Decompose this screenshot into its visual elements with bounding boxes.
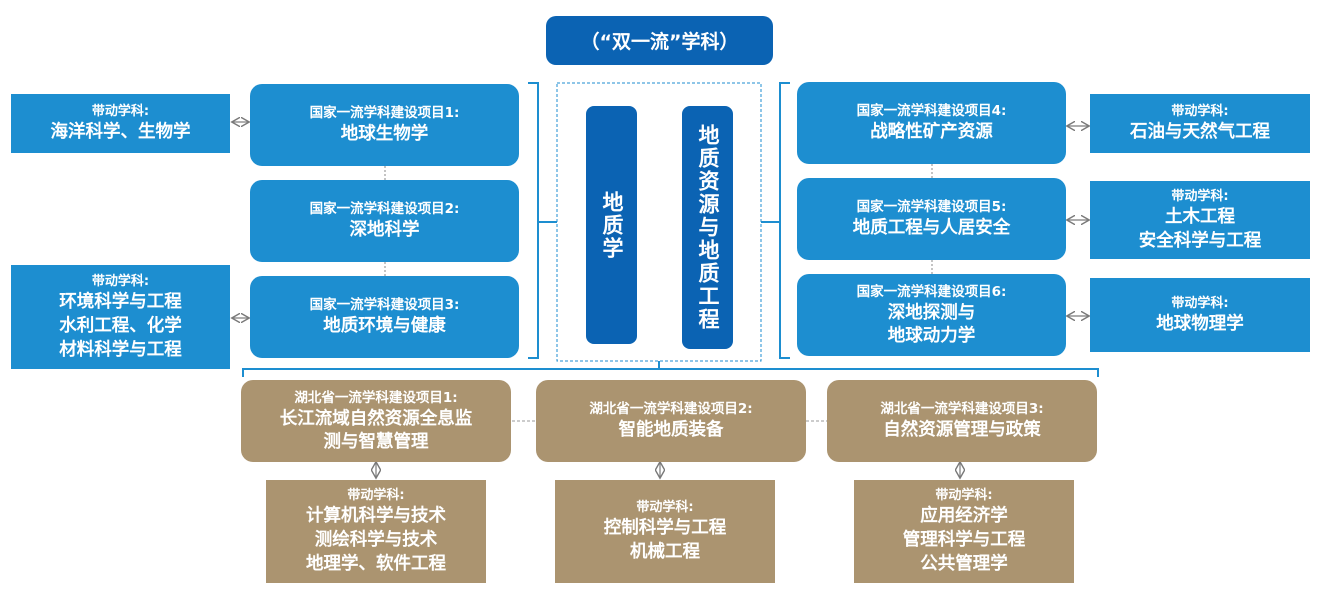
provincial-project-2: 湖北省一流学科建设项目2: 智能地质装备 <box>536 380 806 462</box>
provincial-driven-box-3: 带动学科: 应用经济学 管理科学与工程 公共管理学 <box>854 480 1074 583</box>
provincial-driven-box-2: 带动学科: 控制科学与工程 机械工程 <box>555 480 775 583</box>
provincial-project-3: 湖北省一流学科建设项目3: 自然资源管理与政策 <box>827 380 1097 462</box>
driven-item: 土木工程 <box>1165 206 1235 227</box>
project-name: 地质环境与健康 <box>323 316 446 336</box>
driven-item: 海洋科学、生物学 <box>50 122 191 142</box>
driven-box-3: 带动学科: 环境科学与工程 水利工程、化学 材料科学与工程 <box>11 265 230 369</box>
national-project-1: 国家一流学科建设项目1: 地球生物学 <box>250 84 519 166</box>
project-name-line: 自然资源管理与政策 <box>883 420 1041 440</box>
project-label: 湖北省一流学科建设项目1: <box>294 389 458 406</box>
driven-box-1: 带动学科: 海洋科学、生物学 <box>11 94 230 153</box>
core-geology-text: 地质学 <box>600 190 624 260</box>
driven-label: 带动学科: <box>636 500 694 515</box>
driven-item: 地理学、软件工程 <box>306 554 446 574</box>
project-label: 国家一流学科建设项目5: <box>856 199 1007 215</box>
driven-label: 带动学科: <box>1171 104 1229 119</box>
provincial-driven-box-1: 带动学科: 计算机科学与技术 测绘科学与技术 地理学、软件工程 <box>266 480 486 583</box>
driven-item: 环境科学与工程 <box>59 291 182 312</box>
project-label: 湖北省一流学科建设项目3: <box>880 401 1044 417</box>
title-text: （“双一流”学科） <box>580 31 739 53</box>
project-label: 湖北省一流学科建设项目2: <box>589 401 753 417</box>
driven-label: 带动学科: <box>935 488 993 503</box>
driven-label: 带动学科: <box>1171 188 1229 204</box>
driven-item: 应用经济学 <box>920 506 1008 526</box>
driven-item: 机械工程 <box>630 542 700 562</box>
national-project-6: 国家一流学科建设项目6: 深地探测与 地球动力学 <box>797 274 1066 356</box>
project-name: 战略性矿产资源 <box>870 122 993 142</box>
project-label: 国家一流学科建设项目2: <box>309 201 460 217</box>
title-box: （“双一流”学科） <box>546 16 773 65</box>
driven-box-6: 带动学科: 地球物理学 <box>1090 278 1310 352</box>
project-label: 国家一流学科建设项目1: <box>309 105 460 121</box>
national-project-3: 国家一流学科建设项目3: 地质环境与健康 <box>250 276 519 358</box>
project-name-line: 长江流域自然资源全息监 <box>279 408 473 429</box>
core-geology-box: 地质学 <box>586 106 637 344</box>
core-resources-box: 地质资源与地质工程 <box>682 106 733 349</box>
project-label: 国家一流学科建设项目6: <box>856 283 1007 300</box>
driven-label: 带动学科: <box>91 104 150 119</box>
driven-item: 材料科学与工程 <box>59 339 182 360</box>
driven-item: 石油与天然气工程 <box>1130 122 1270 142</box>
project-name-line: 智能地质装备 <box>618 420 724 440</box>
driven-item: 管理科学与工程 <box>902 530 1026 550</box>
project-name-line: 深地探测与 <box>887 302 976 323</box>
project-label: 国家一流学科建设项目3: <box>309 297 460 313</box>
driven-item: 控制科学与工程 <box>603 518 727 538</box>
driven-item: 水利工程、化学 <box>59 315 182 336</box>
driven-label: 带动学科: <box>1171 295 1229 311</box>
project-name: 地质工程与人居安全 <box>852 218 1011 238</box>
driven-box-4: 带动学科: 石油与天然气工程 <box>1090 94 1310 153</box>
driven-box-5: 带动学科: 土木工程 安全科学与工程 <box>1090 181 1310 259</box>
driven-item: 测绘科学与技术 <box>314 530 438 550</box>
project-label: 国家一流学科建设项目4: <box>856 103 1007 119</box>
driven-item: 公共管理学 <box>920 554 1008 574</box>
driven-item: 地球物理学 <box>1156 313 1244 334</box>
provincial-project-1: 湖北省一流学科建设项目1: 长江流域自然资源全息监 测与智慧管理 <box>241 380 511 462</box>
project-name: 深地科学 <box>349 220 420 240</box>
driven-label: 带动学科: <box>347 488 405 503</box>
project-name: 地球生物学 <box>340 124 429 144</box>
national-project-2: 国家一流学科建设项目2: 深地科学 <box>250 180 519 262</box>
core-resources-text: 地质资源与地质工程 <box>696 124 720 331</box>
national-project-5: 国家一流学科建设项目5: 地质工程与人居安全 <box>797 178 1066 260</box>
project-name-line: 测与智慧管理 <box>323 431 429 452</box>
national-project-4: 国家一流学科建设项目4: 战略性矿产资源 <box>797 82 1066 164</box>
driven-label: 带动学科: <box>91 273 150 289</box>
project-name-line: 地球动力学 <box>887 325 976 346</box>
driven-item: 安全科学与工程 <box>1138 230 1262 251</box>
driven-item: 计算机科学与技术 <box>306 506 446 526</box>
